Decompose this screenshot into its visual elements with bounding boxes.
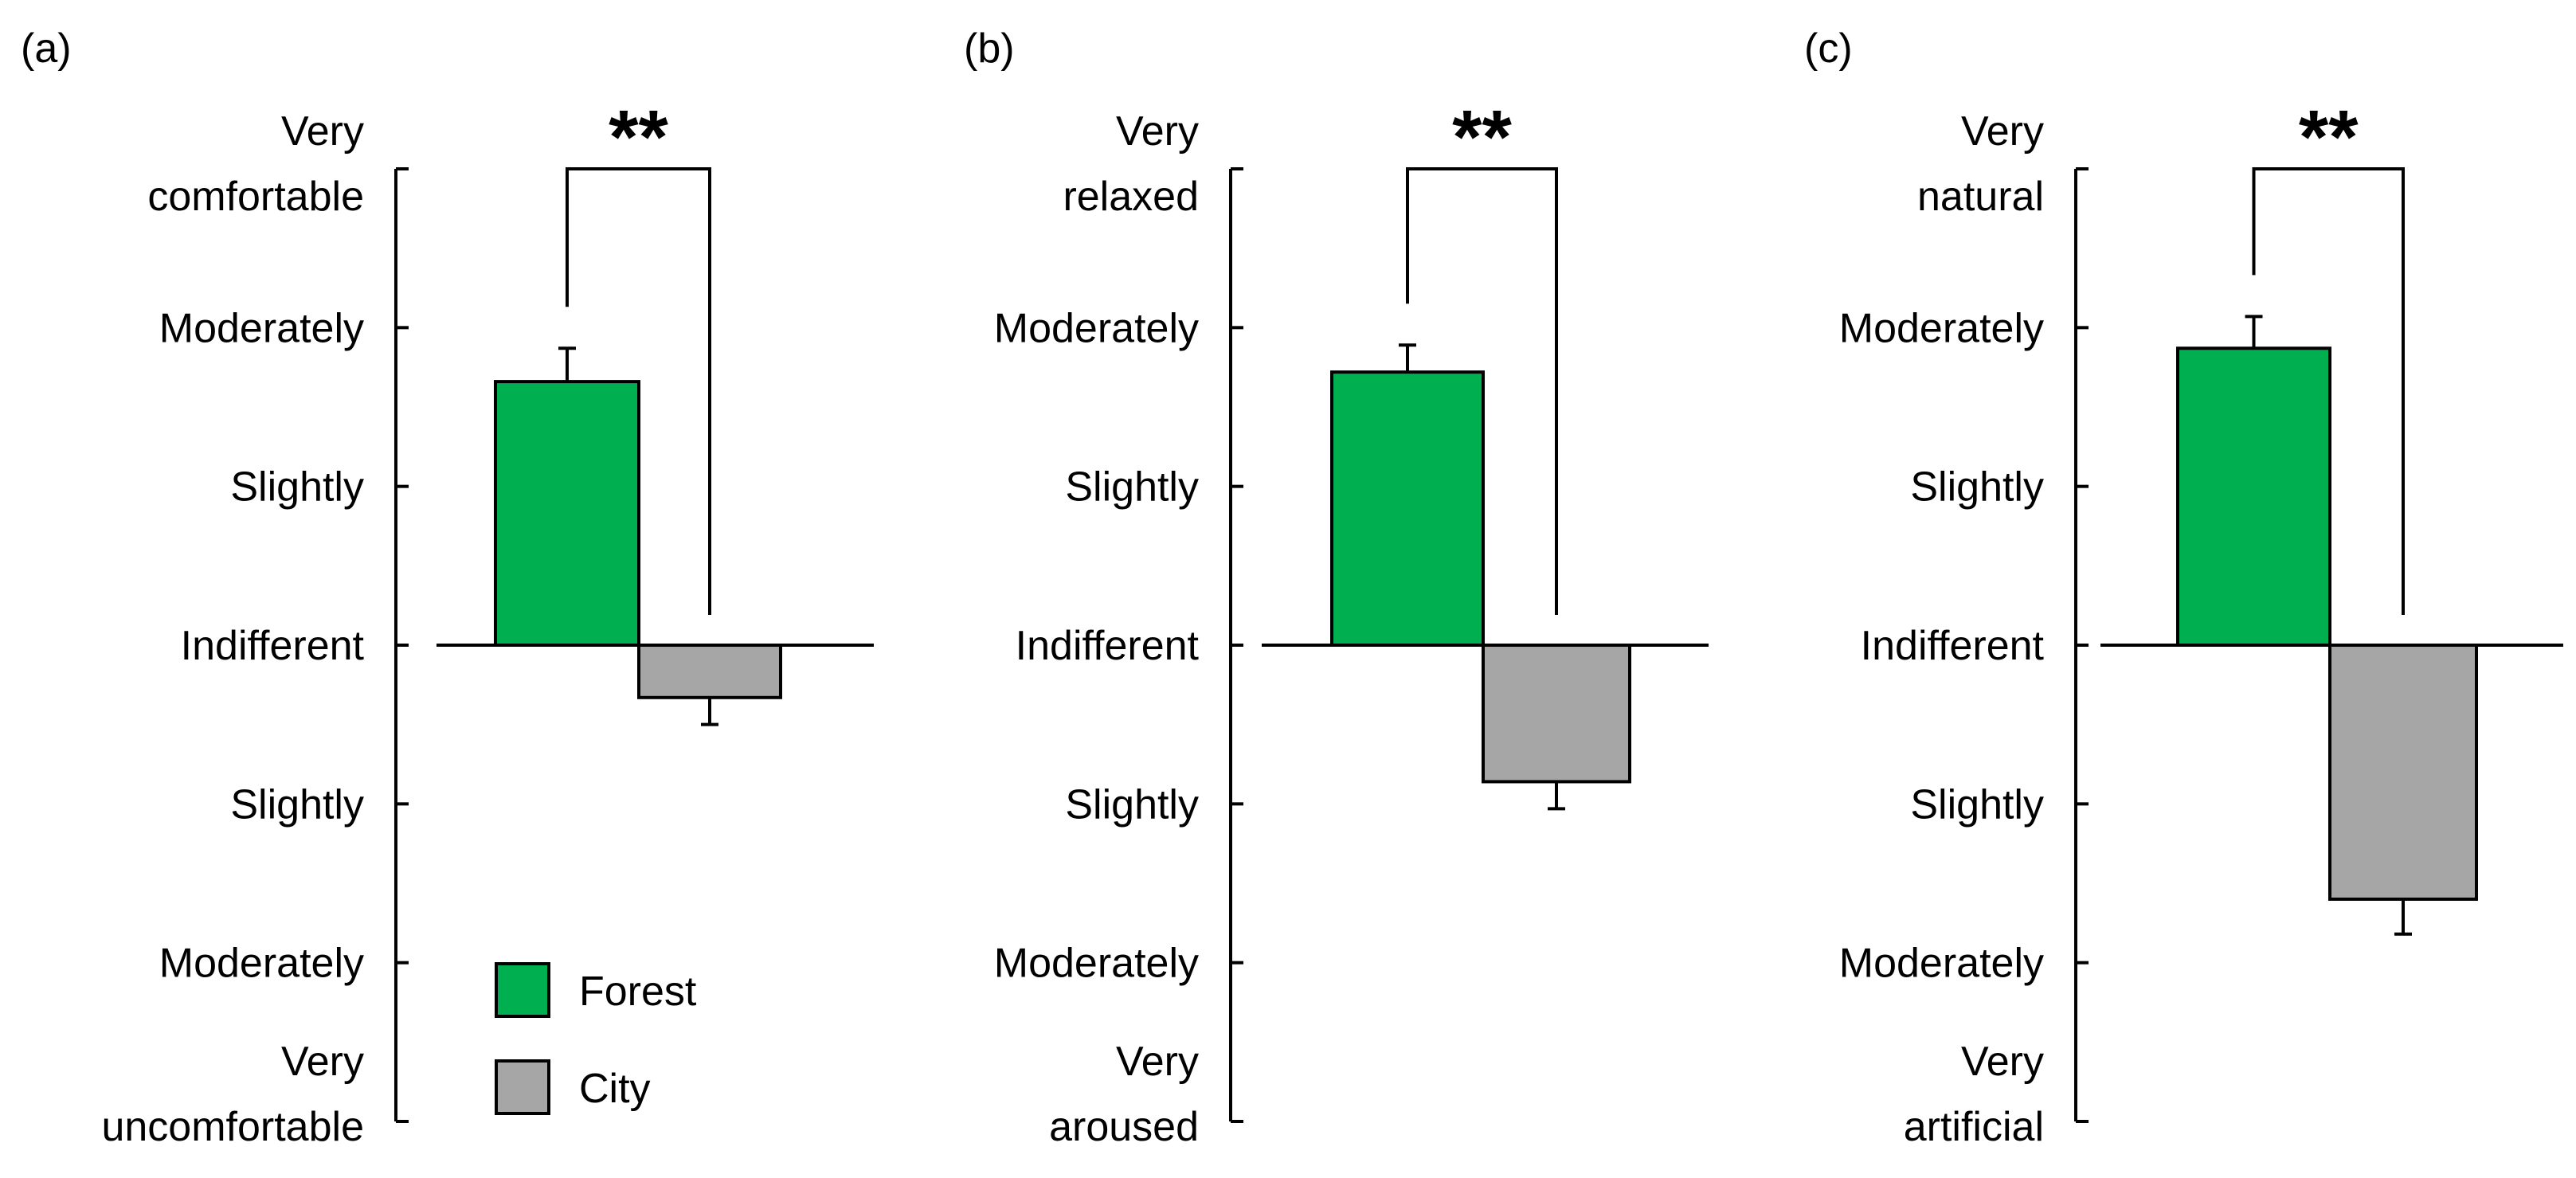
bar-forest xyxy=(2176,346,2331,647)
y-tick-label: Very xyxy=(281,1039,364,1085)
y-tick-label: Indifferent xyxy=(1016,623,1200,669)
significance-label: ** xyxy=(609,95,668,180)
panel-label: (a) xyxy=(21,25,72,72)
y-tick-label: Moderately xyxy=(994,305,1199,351)
y-tick-label: Very xyxy=(281,108,364,155)
panel-a: (a)VerycomfortableModeratelySlightlyIndi… xyxy=(21,25,874,1150)
panel-label: (b) xyxy=(964,25,1015,72)
bar-city xyxy=(637,644,782,699)
panel-b: (b)VeryrelaxedModeratelySlightlyIndiffer… xyxy=(964,25,1709,1150)
significance-bracket xyxy=(2252,167,2405,615)
y-tick-label: aroused xyxy=(1049,1104,1199,1150)
y-tick-label: Indifferent xyxy=(1861,623,2045,669)
y-tick-label: Slightly xyxy=(1910,464,2044,511)
y-tick-label: Very xyxy=(1961,108,2044,155)
y-tick-label: Moderately xyxy=(1839,941,2044,987)
y-tick-label: Very xyxy=(1116,1039,1199,1085)
y-tick-label: Slightly xyxy=(1065,464,1199,511)
y-tick-label: relaxed xyxy=(1063,174,1199,220)
legend-label: Forest xyxy=(579,969,697,1015)
y-tick-label: comfortable xyxy=(147,174,364,220)
bar-forest xyxy=(494,380,640,647)
y-tick-label: Moderately xyxy=(159,941,364,987)
legend-city: City xyxy=(495,1059,651,1115)
y-tick-label: artificial xyxy=(1904,1104,2044,1150)
y-tick-label: Indifferent xyxy=(181,623,365,669)
y-tick-label: Slightly xyxy=(1910,781,2044,828)
y-tick-label: Slightly xyxy=(1065,781,1199,828)
y-tick-label: Very xyxy=(1116,108,1199,155)
bar-forest xyxy=(1330,370,1485,647)
y-tick-label: uncomfortable xyxy=(101,1104,364,1150)
panel-c: (c)VerynaturalModeratelySlightlyIndiffer… xyxy=(1804,25,2563,1150)
significance-label: ** xyxy=(1452,95,1512,180)
y-tick-label: Slightly xyxy=(230,781,364,828)
legend-swatch xyxy=(495,1059,550,1115)
y-tick-label: natural xyxy=(1917,174,2044,220)
y-tick-label: Moderately xyxy=(1839,305,2044,351)
legend-label: City xyxy=(579,1066,651,1112)
significance-label: ** xyxy=(2299,95,2359,180)
y-tick-label: Moderately xyxy=(994,941,1199,987)
bar-city xyxy=(1482,644,1631,784)
significance-bracket xyxy=(1406,167,1558,615)
legend-swatch xyxy=(495,962,550,1018)
y-tick-label: Slightly xyxy=(230,464,364,511)
y-tick-label: Very xyxy=(1961,1039,2044,1085)
significance-bracket xyxy=(566,167,711,615)
legend-forest: Forest xyxy=(495,962,697,1018)
bar-city xyxy=(2328,644,2478,901)
y-tick-label: Moderately xyxy=(159,305,364,351)
panel-label: (c) xyxy=(1804,25,1853,72)
